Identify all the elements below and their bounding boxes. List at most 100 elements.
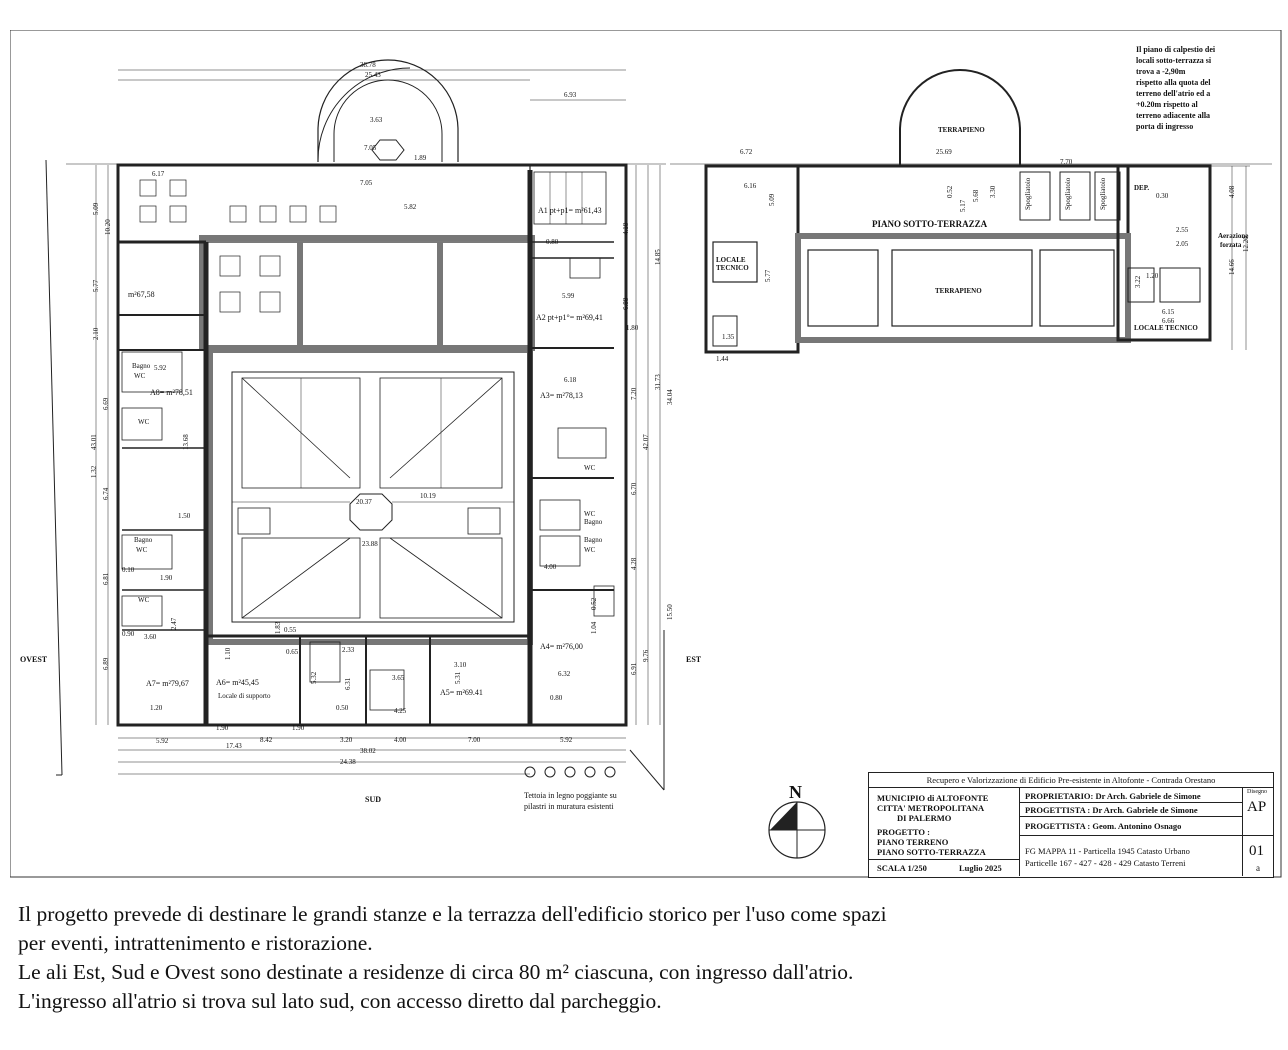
dim-bot-0: 5.92 <box>156 737 169 745</box>
dim-c-7: 1.50 <box>178 512 191 520</box>
dim-right-7: 7.20 <box>630 387 638 400</box>
dim-c-19: 0.50 <box>336 704 349 712</box>
dim-top-0: 38.78 <box>360 61 376 69</box>
dim-right-0: 4.18 <box>622 222 630 235</box>
dim-c-0: 20.37 <box>356 498 372 506</box>
citta-metropolitana: CITTA' METROPOLITANA <box>877 803 985 813</box>
dim-top-8: 6.17 <box>152 170 165 178</box>
disegno-sub: a <box>1256 863 1260 873</box>
dim-c-4: 6.18 <box>564 376 577 384</box>
dim-rp-19: 5.77 <box>764 269 772 282</box>
room-m67: m²67,58 <box>128 290 155 299</box>
svg-text:locali sotto-terrazza si: locali sotto-terrazza si <box>1136 56 1212 65</box>
dim-c-15: 1.83 <box>274 621 282 634</box>
wc-e1: WC <box>584 464 596 472</box>
room-a1: A1 pt+p1= m²61,43 <box>538 206 602 215</box>
room-a4: A4= m²76,00 <box>540 642 583 651</box>
side-west-label: OVEST <box>20 655 48 664</box>
dim-c-2: 23.88 <box>362 540 378 548</box>
dim-c-23: 5.31 <box>454 671 462 684</box>
disegno-label: Disegno <box>1247 789 1267 795</box>
dim-bot-3: 3.20 <box>340 736 353 744</box>
svg-text:terreno adiacente alla: terreno adiacente alla <box>1136 111 1210 120</box>
data: Luglio 2025 <box>959 863 1002 873</box>
dim-rp-20: 1.35 <box>722 333 735 341</box>
svg-text:porta di ingresso: porta di ingresso <box>1136 122 1193 131</box>
dim-c-22: 3.10 <box>454 661 467 669</box>
dim-rp-21: 1.44 <box>716 355 729 363</box>
mappa: FG MAPPA 11 - Particella 1945 Catasto Ur… <box>1025 846 1190 856</box>
dim-c-5: 0.80 <box>546 238 559 246</box>
ground-floor-plan <box>45 59 666 791</box>
dim-rp-17: 6.15 <box>1162 308 1175 316</box>
dim-top-3: 3.63 <box>370 116 383 124</box>
dim-rp-4: 5.09 <box>768 193 776 206</box>
tettoia-note-1: Tettoia in legno poggiante su <box>524 791 617 800</box>
dim-right-3: 14.85 <box>654 249 662 265</box>
dim-left-6: 13.68 <box>182 434 190 450</box>
room-a6: A6= m²45,45 <box>216 678 259 687</box>
dim-rp-5: 0.52 <box>946 185 954 198</box>
dim-left-5: 43.01 <box>90 434 98 450</box>
aerazione-2: forzata <box>1220 241 1242 249</box>
dim-right-8: 6.70 <box>630 482 638 495</box>
dim-right-5: 34.04 <box>666 389 674 405</box>
dim-top-7: 5.82 <box>404 203 417 211</box>
courtyard-atrium <box>207 347 533 645</box>
dim-c-20: 3.65 <box>392 674 405 682</box>
terrapieno-mid: TERRAPIENO <box>935 287 982 295</box>
description-line-2: per eventi, intrattenimento e ristorazio… <box>18 931 373 955</box>
wc-e2: WC <box>584 510 596 518</box>
dim-c-8: 1.90 <box>160 574 173 582</box>
dep-label: DEP. <box>1134 184 1149 192</box>
floor-plan-drawing: OVEST EST SUD N Tettoia in legno poggian… <box>10 30 1282 878</box>
municipio: MUNICIPIO di ALTOFONTE <box>877 793 989 803</box>
dim-bot-4: 4.00 <box>394 736 407 744</box>
dim-c-16: 0.55 <box>284 626 297 634</box>
dim-right-11: 9.76 <box>642 649 650 662</box>
terrace <box>117 164 531 243</box>
dim-c-27: 1.04 <box>590 621 598 634</box>
under-terrace-plan <box>670 69 1272 354</box>
dim-left-2: 5.77 <box>92 279 100 292</box>
room-a3: A3= m²78,13 <box>540 391 583 400</box>
dim-bot-2: 8.42 <box>260 736 273 744</box>
piano-sotto-terrazza: PIANO SOTTO-TERRAZZA <box>872 219 988 229</box>
dim-c-18: 6.31 <box>344 677 352 690</box>
description-line-1: Il progetto prevede di destinare le gran… <box>18 902 887 926</box>
dim-bot-10: 1.90 <box>292 724 305 732</box>
dim-top-5: 7.05 <box>360 179 373 187</box>
dim-rp-2: 7.70 <box>1060 158 1073 166</box>
dim-c-29: 1.10 <box>224 647 232 660</box>
dim-left-3: 2.10 <box>92 327 100 340</box>
dim-rp-9: 4.08 <box>1228 185 1236 198</box>
dim-c-12: 1.20 <box>150 704 163 712</box>
room-a7: A7= m²79,67 <box>146 679 189 688</box>
svg-text:trova a -2,90m: trova a -2,90m <box>1136 67 1186 76</box>
dim-c-25: 6.32 <box>558 670 571 678</box>
dim-right-10: 15.50 <box>666 604 674 620</box>
locale-tecnico-2: LOCALE TECNICO <box>1134 324 1198 332</box>
proprietario: PROPRIETARIO: Dr Arch. Gabriele de Simon… <box>1025 791 1201 801</box>
dim-right-6: 42.07 <box>642 434 650 450</box>
drawing-sheet: OVEST EST SUD N Tettoia in legno poggian… <box>10 30 1282 878</box>
dim-c-21: 4.25 <box>394 707 407 715</box>
dim-rp-14: 0.30 <box>1156 192 1169 200</box>
description-line-3: Le ali Est, Sud e Ovest sono destinate a… <box>18 960 854 984</box>
dim-bot-1: 17.43 <box>226 742 242 750</box>
north-arrow-icon <box>768 801 826 859</box>
dim-right-4: 31.73 <box>654 374 662 390</box>
disegno-num: 01 <box>1249 843 1264 859</box>
wc-w2: WC <box>138 418 150 426</box>
bagno-e2: Bagno <box>584 536 603 544</box>
locale-tecnico-1a: LOCALE <box>716 256 746 264</box>
tettoia-note-2: pilastri in muratura esistenti <box>524 802 614 811</box>
locale-tecnico-1b: TECNICO <box>716 264 749 272</box>
progetto-1: PIANO TERRENO <box>877 837 949 847</box>
under-terrace-note: Il piano di calpestio dei locali sotto-t… <box>1136 45 1216 131</box>
main-halls <box>199 235 535 351</box>
progettista-1: PROGETTISTA : Dr Arch. Gabriele de Simon… <box>1025 805 1198 815</box>
north-letter: N <box>789 782 802 802</box>
dim-right-12: 6.91 <box>630 662 638 675</box>
dim-rp-6: 5.17 <box>959 199 967 212</box>
